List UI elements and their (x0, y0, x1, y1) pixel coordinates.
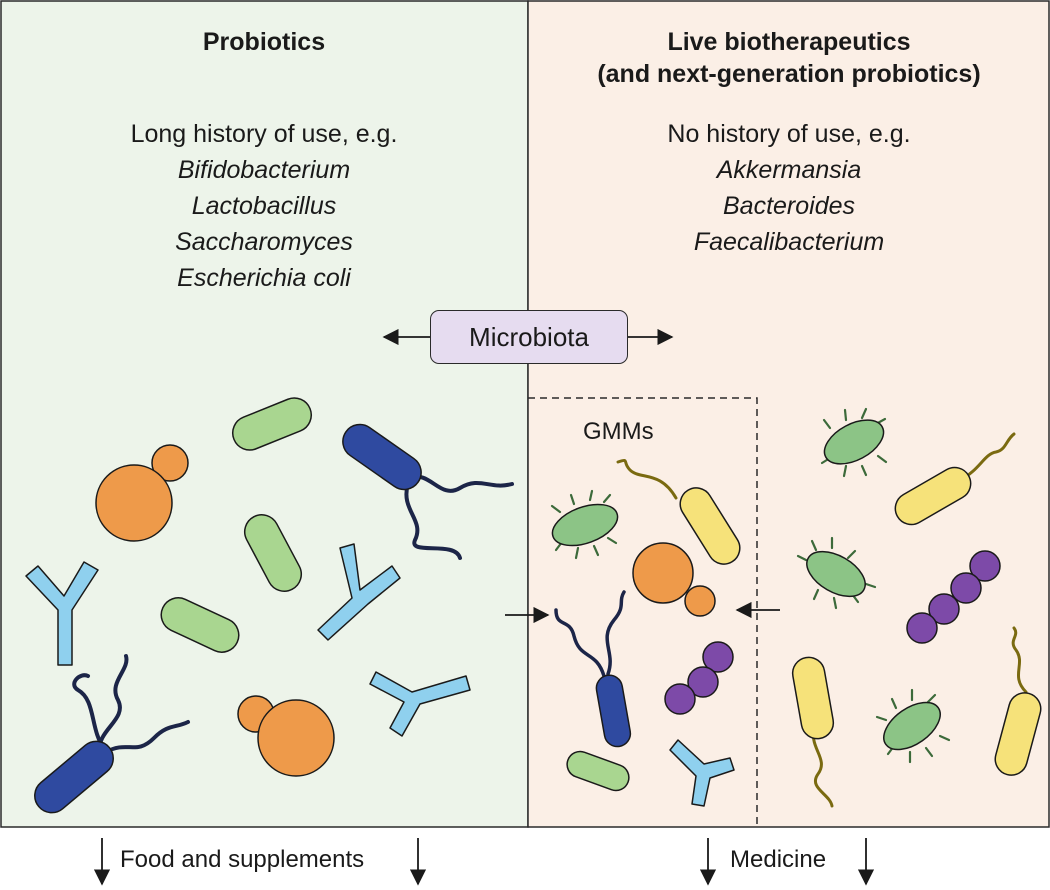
right-panel-title: Live biotherapeutics (and next-generatio… (528, 26, 1050, 90)
y-shaped-bacterium-icon (369, 671, 471, 737)
rod-bacterium-icon (243, 514, 303, 592)
flagellated-bacterium-icon (554, 590, 632, 748)
y-shaped-bacterium-icon (25, 561, 99, 666)
yeast-icon (237, 695, 335, 777)
right-panel-title-line1: Live biotherapeutics (667, 28, 911, 56)
right-organism: Bacteroides (722, 192, 856, 220)
left-organism: Saccharomyces (175, 228, 353, 256)
right-panel-title-line2: (and next-generation probiotics) (597, 60, 981, 88)
flagellated-bacterium-icon (342, 423, 514, 560)
streptococcus-chain-icon (906, 550, 1001, 644)
rod-bacterium-icon (566, 750, 630, 792)
right-organism: Akkermansia (716, 156, 862, 184)
flagellated-bacterium-icon (34, 654, 190, 814)
streptococcus-chain-icon (664, 641, 734, 715)
yeast-icon (632, 542, 716, 617)
right-list-intro: No history of use, e.g. (667, 120, 911, 148)
y-shaped-bacterium-icon (317, 543, 401, 641)
microbiota-label: Microbiota (430, 310, 628, 364)
gmm-label: GMMs (583, 418, 654, 445)
footer-food-label: Food and supplements (120, 846, 365, 873)
footer-medicine-label: Medicine (730, 846, 827, 873)
rod-bacterium-icon (231, 397, 313, 451)
right-organism: Faecalibacterium (693, 228, 885, 256)
flagellated-bacterium-icon (616, 458, 741, 565)
flagellated-bacterium-icon (791, 656, 835, 808)
left-organism: Lactobacillus (191, 192, 337, 220)
left-list-intro: Long history of use, e.g. (130, 120, 398, 148)
spiky-bacterium-icon (820, 407, 888, 478)
flagellated-bacterium-icon (894, 432, 1016, 526)
left-organism: Bifidobacterium (177, 156, 351, 184)
flagellated-bacterium-icon (994, 626, 1042, 776)
right-organism-list: No history of use, e.g. Akkermansia Bact… (528, 116, 1050, 260)
spiky-bacterium-icon (796, 536, 877, 610)
y-shaped-bacterium-icon (669, 739, 735, 807)
rod-bacterium-icon (160, 597, 240, 653)
spiky-bacterium-icon (550, 489, 619, 560)
left-panel-title: Probiotics (202, 28, 326, 56)
left-organism-list: Long history of use, e.g. Bifidobacteriu… (0, 116, 528, 296)
left-organism: Escherichia coli (177, 264, 351, 292)
gmm-box (528, 397, 758, 827)
yeast-icon (95, 444, 189, 542)
spiky-bacterium-icon (875, 688, 951, 764)
